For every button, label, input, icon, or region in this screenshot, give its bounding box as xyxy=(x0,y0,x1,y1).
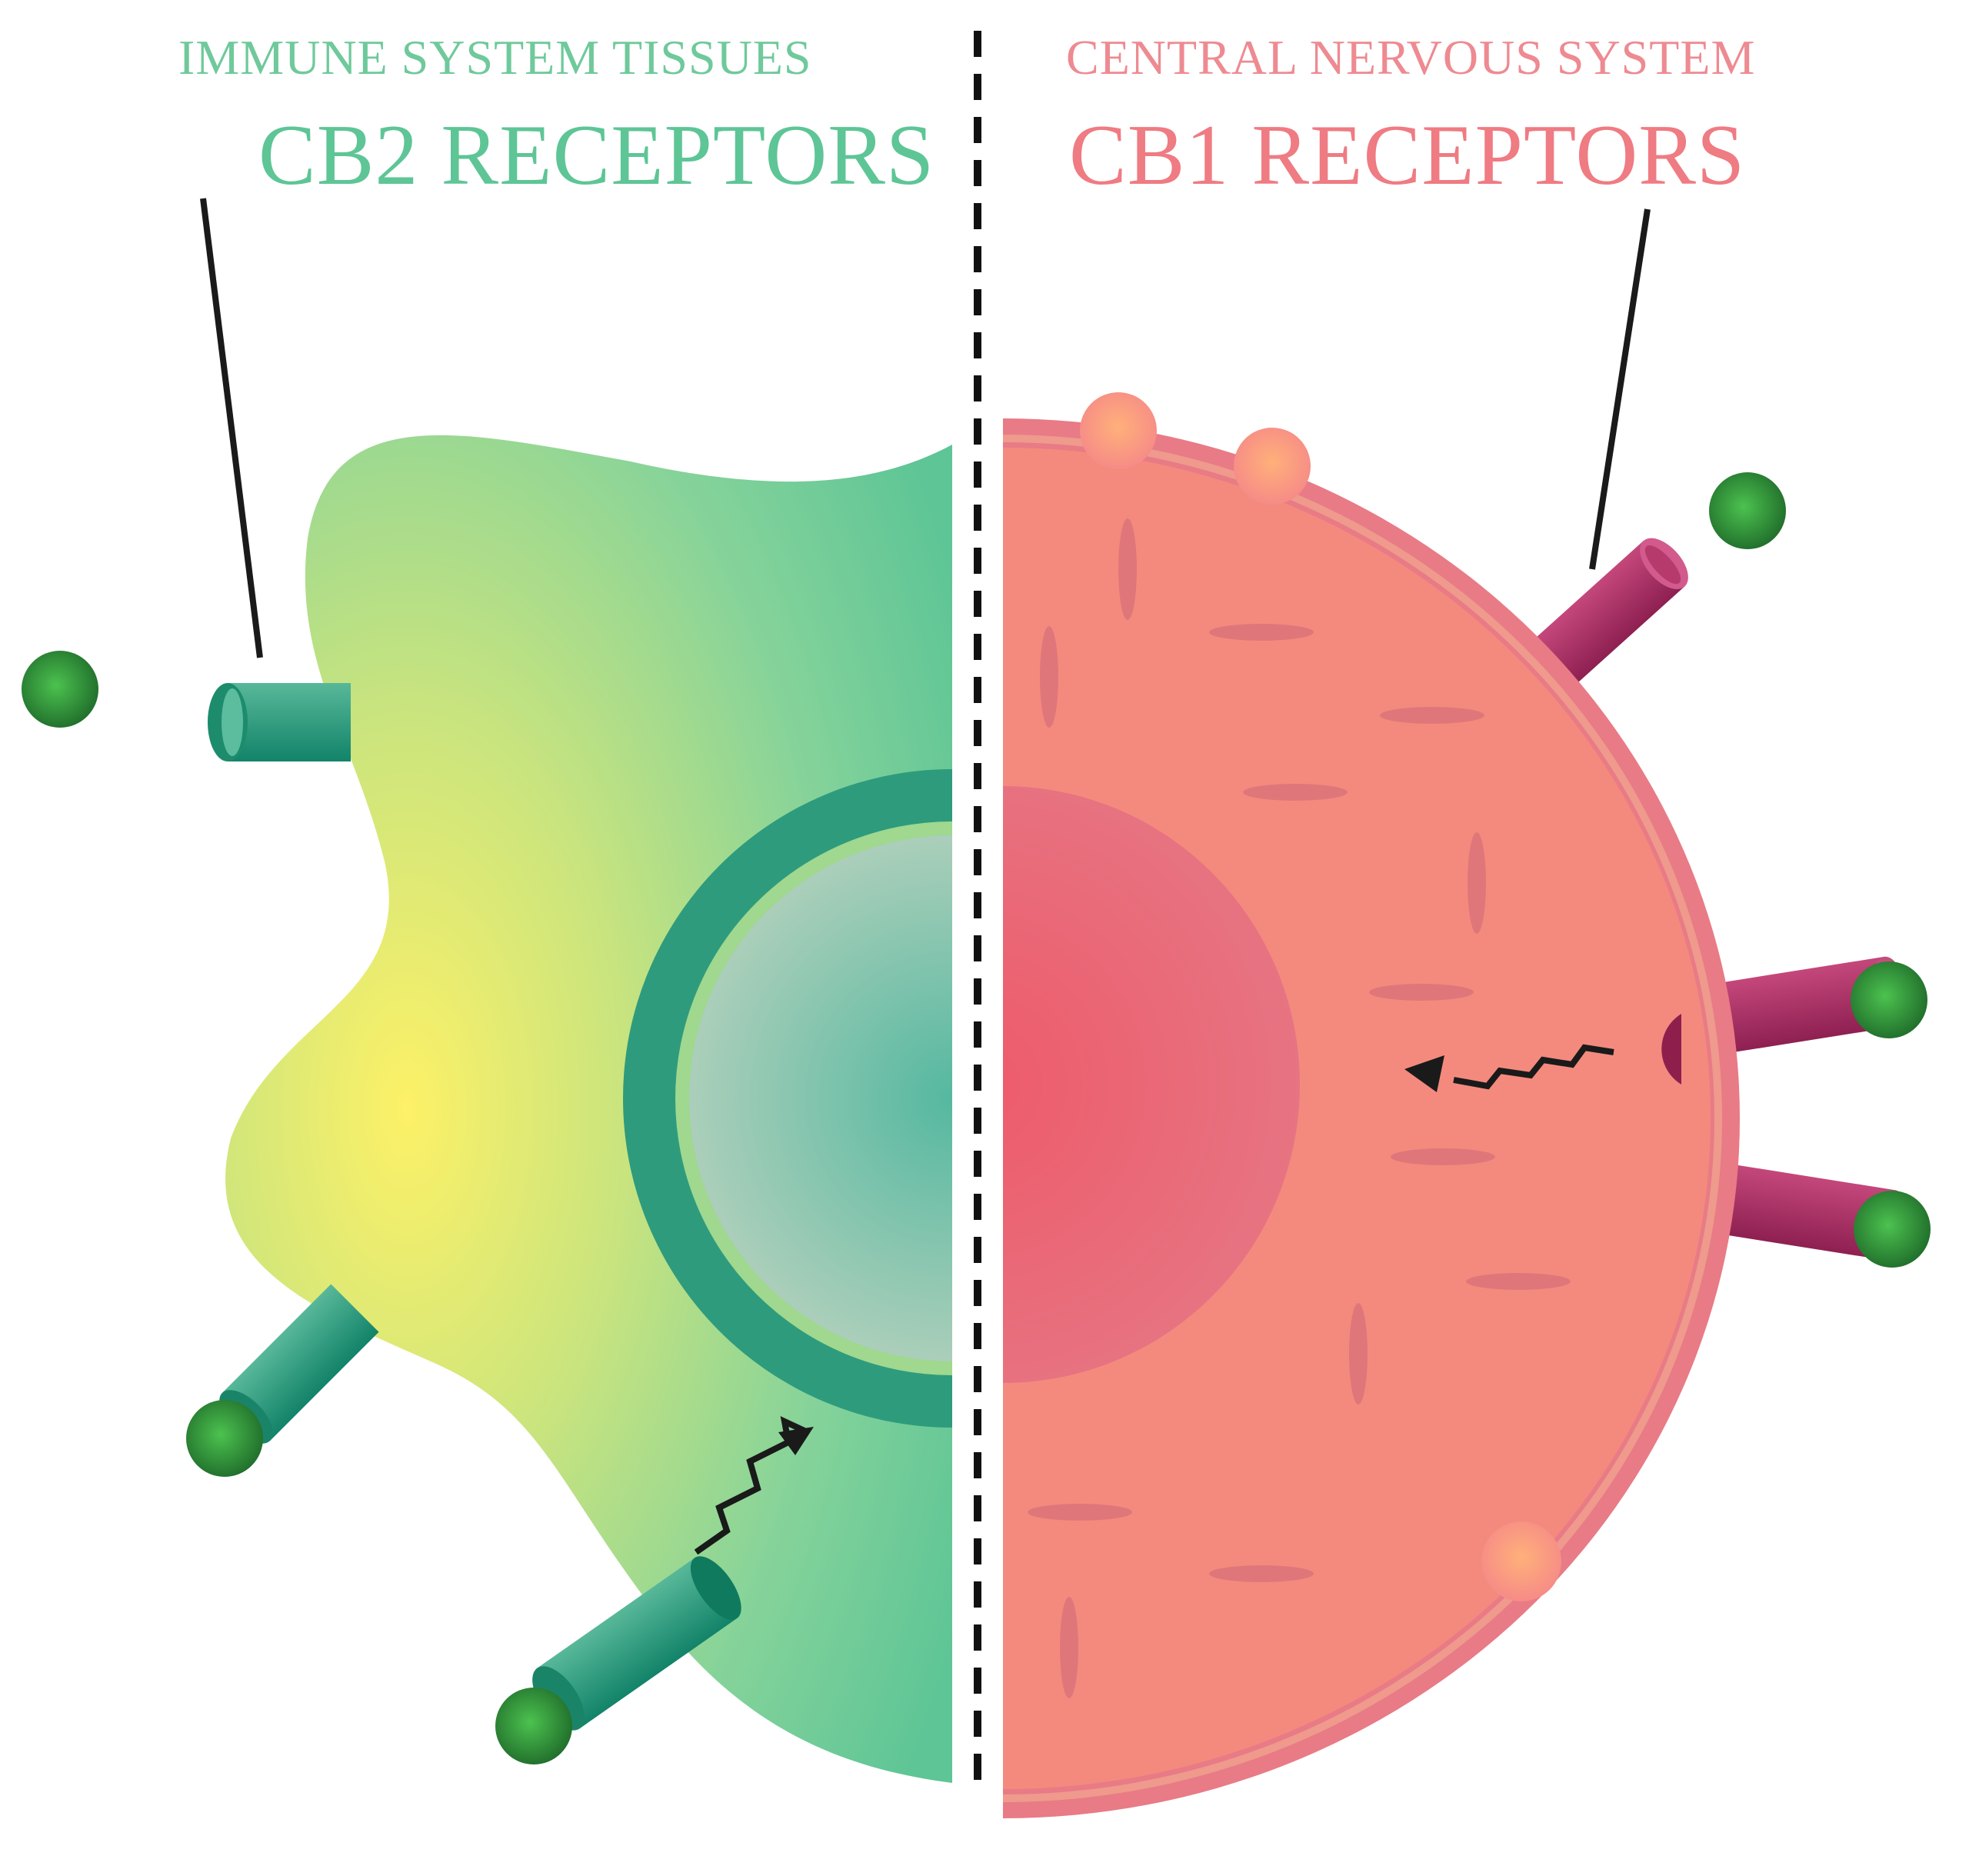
right-title: CB1 RECEPTORS xyxy=(1069,108,1746,203)
right-subtitle: CENTRAL NERVOUS SYSTEM xyxy=(1066,30,1756,85)
cb2-signal-arrow xyxy=(694,1416,814,1555)
cb1-pointer-line xyxy=(1589,208,1651,570)
cannabinoid-molecule xyxy=(1854,1191,1931,1268)
cannabinoid-molecule xyxy=(495,1688,572,1764)
cb1-internal-receptor xyxy=(1661,1014,1681,1085)
membrane-bump xyxy=(1234,428,1311,505)
immune-cell xyxy=(225,435,952,1783)
cb2-nucleus xyxy=(689,835,952,1361)
cb2-pointer-line xyxy=(200,198,263,658)
cb1-signal-arrow xyxy=(1404,1044,1614,1092)
cb2-receptor-top xyxy=(208,683,351,761)
membrane-bump xyxy=(1080,392,1157,469)
cannabinoid-molecule xyxy=(186,1400,263,1477)
neuron-cell xyxy=(1003,392,1907,1818)
left-title: CB2 RECEPTORS xyxy=(258,108,935,203)
cannabinoid-molecule xyxy=(1851,961,1927,1038)
membrane-bump xyxy=(1481,1521,1561,1601)
cannabinoid-molecule xyxy=(1709,472,1786,549)
left-subtitle: IMMUNE SYSTEM TISSUES xyxy=(178,30,812,85)
cb1-nucleus xyxy=(1003,786,1300,1383)
cannabinoid-molecule xyxy=(22,651,98,728)
